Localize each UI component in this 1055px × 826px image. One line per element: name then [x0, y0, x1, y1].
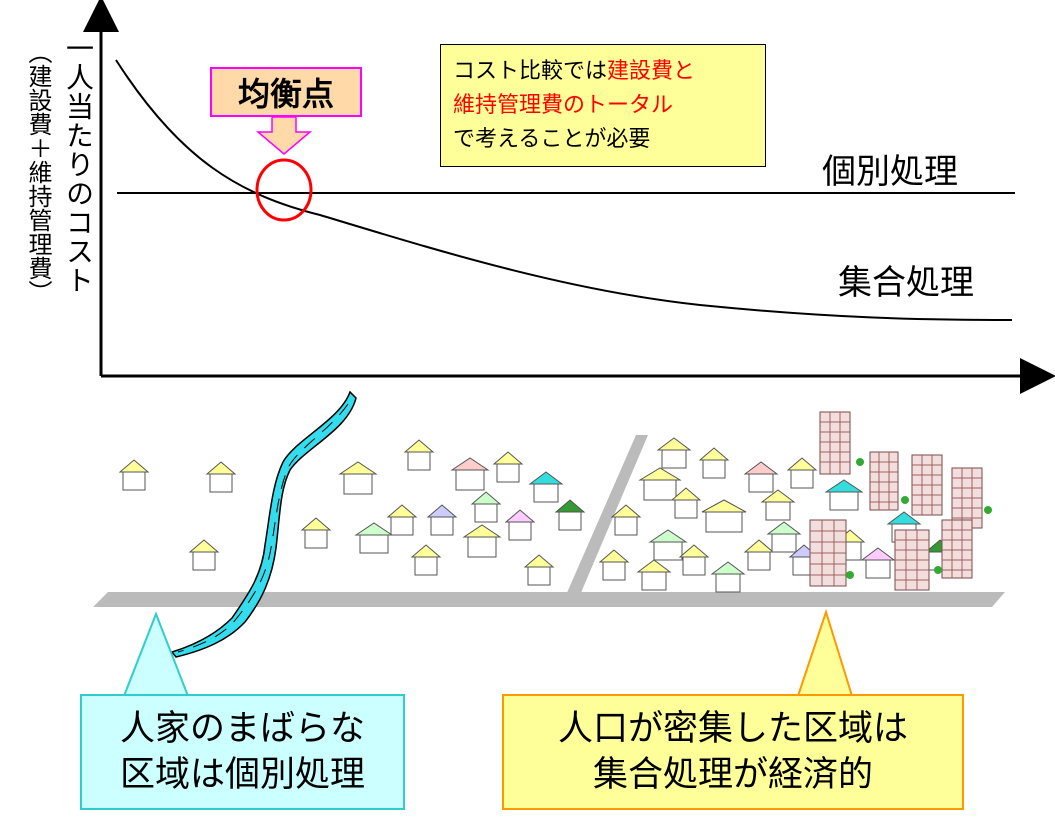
note-line1-prefix: コスト比較では — [453, 59, 608, 84]
note-line3: で考えることが必要 — [453, 127, 651, 152]
side-road — [566, 435, 648, 595]
note-line1-highlight: 建設費と — [607, 59, 696, 84]
equilibrium-arrow — [255, 116, 313, 155]
equilibrium-label: 均衡点 — [210, 67, 362, 117]
callout-left-line1: 人家のまばらな — [119, 709, 365, 749]
callout-right-line1: 人口が密集した区域は — [557, 709, 908, 749]
note-line2-highlight: 維持管理費のトータル — [453, 93, 674, 118]
callout-left: 人家のまばらな 区域は個別処理 — [80, 694, 405, 810]
individual-treatment-label: 個別処理 — [822, 152, 958, 192]
main-road — [93, 592, 1005, 607]
callout-left-line2: 区域は個別処理 — [119, 755, 365, 795]
callout-right: 人口が密集した区域は 集合処理が経済的 — [502, 694, 964, 810]
collective-treatment-label: 集合処理 — [838, 263, 974, 303]
apartment-buildings — [809, 411, 983, 591]
river — [170, 390, 357, 658]
callout-right-pointer — [796, 608, 854, 697]
y-axis-label: 一人当たりのコスト — [62, 34, 95, 295]
houses — [118, 437, 956, 593]
trees — [846, 458, 992, 579]
y-axis-sublabel: （建設費＋維持管理費） — [24, 40, 52, 304]
collective-cost-curve — [115, 59, 1013, 321]
equilibrium-circle — [255, 158, 313, 222]
callout-right-line2: 集合処理が経済的 — [592, 755, 873, 795]
note-box: コスト比較では建設費と 維持管理費のトータル で考えることが必要 — [440, 44, 766, 167]
river-flow-line — [177, 403, 349, 653]
